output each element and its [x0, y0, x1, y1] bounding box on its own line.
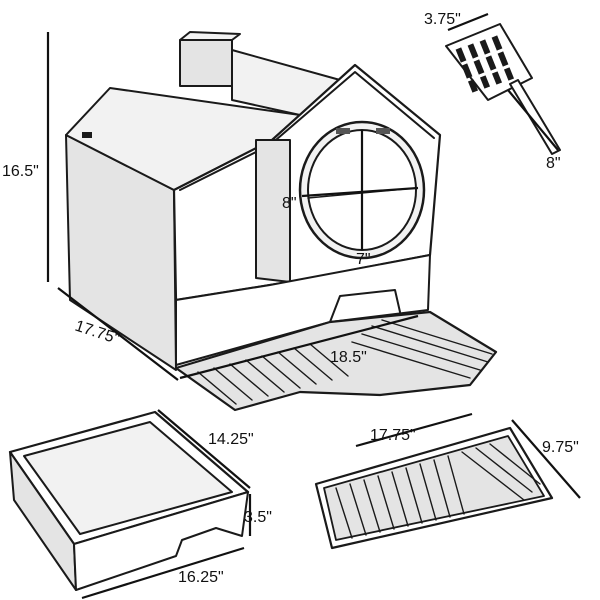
litter-mat	[314, 412, 581, 550]
label-tray-height: 3.5"	[244, 509, 272, 526]
label-house-height: 16.5"	[2, 163, 39, 180]
step-mat-ribs	[197, 319, 493, 405]
label-tray-length: 16.25"	[178, 569, 224, 586]
label-mat-length: 17.75"	[370, 427, 416, 444]
tray-inner	[23, 421, 233, 535]
width-dimension-line	[179, 314, 419, 380]
tray-length-line	[81, 546, 245, 600]
scoop-handle	[509, 79, 561, 155]
mat-ribs	[335, 443, 541, 539]
label-mat-width: 9.75"	[542, 439, 579, 456]
house-dimensions	[46, 32, 419, 381]
label-house-width: 18.5"	[330, 349, 367, 366]
house-step-mat	[174, 310, 498, 412]
tray-front-wall	[73, 491, 249, 591]
depth-dimension-line	[57, 287, 179, 381]
scoop-width-line	[447, 12, 489, 32]
mat-length-line	[355, 412, 473, 448]
label-door-height: 8"	[282, 195, 297, 212]
litter-house	[65, 31, 498, 412]
label-tray-width: 14.25"	[208, 431, 254, 448]
brand-plate	[82, 132, 92, 138]
house-base-drawer	[175, 254, 431, 366]
house-chimney	[179, 31, 241, 87]
door-height-line	[301, 186, 419, 198]
mat-width-line	[511, 419, 581, 499]
litter-tray	[8, 409, 252, 600]
label-scoop-width: 3.75"	[424, 11, 461, 28]
house-gable-trim	[179, 71, 435, 191]
mat-inner	[323, 435, 545, 541]
label-scoop-length: 8"	[546, 155, 561, 172]
litter-scoop	[445, 12, 561, 155]
drawer-handle	[329, 289, 401, 323]
scoop-slots	[455, 35, 515, 93]
tray-width-line	[157, 409, 251, 489]
label-door-width: 7"	[356, 251, 371, 268]
scoop-length-line	[507, 89, 559, 151]
